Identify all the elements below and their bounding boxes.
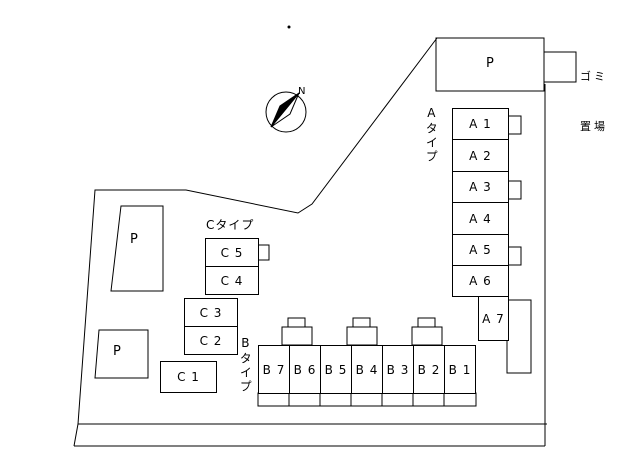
unit-b6: B 6 [289,345,321,394]
building-a-porch-1 [506,115,522,135]
garbage-area-label-line2: 置場 [580,119,608,133]
unit-b2: B 2 [413,345,445,394]
garbage-box [543,51,577,83]
survey-dot [287,25,291,29]
unit-c3: C 3 [184,298,238,327]
building-a7-wing [506,299,532,374]
unit-c1: C 1 [160,361,217,393]
parking-label-west-upper: P [130,232,138,247]
unit-a4: A 4 [452,202,509,235]
building-b-porch-1 [281,326,313,346]
compass-needle-filled [270,92,300,128]
building-c-type-label: Cタイプ [206,218,255,232]
building-b-balcony-strip [257,392,477,407]
building-b-porch-1-step [287,317,306,328]
unit-b4: B 4 [351,345,383,394]
building-c5-porch [257,244,270,261]
unit-a2: A 2 [452,139,509,172]
unit-c2: C 2 [184,326,238,355]
unit-b7: B 7 [258,345,290,394]
unit-a3: A 3 [452,171,509,203]
garbage-area-label-line1: ゴミ [580,70,608,83]
unit-b1: B 1 [444,345,476,394]
building-b-porch-2 [346,326,378,346]
unit-c5: C 5 [205,238,259,267]
building-a-type-label: Aタイプ [424,106,439,164]
unit-c4: C 4 [205,266,259,295]
unit-a1: A 1 [452,108,509,140]
garbage-area-label: ゴミ 置場 [580,36,608,168]
parking-label-northeast: P [486,56,494,71]
compass-circle [265,91,307,133]
unit-a5: A 5 [452,234,509,266]
unit-b3: B 3 [382,345,414,394]
parking-area-west-upper [110,205,164,292]
unit-a6: A 6 [452,265,509,297]
parking-label-west-lower: P [113,344,121,359]
building-b-type-label: Bタイプ [238,336,253,394]
unit-b5: B 5 [320,345,352,394]
unit-a7: A 7 [478,296,509,341]
building-b-porch-3-step [417,317,436,328]
compass-north-label: N [298,86,306,97]
parking-area-west-lower [94,329,149,379]
building-a-porch-2 [506,180,522,200]
building-b-porch-3 [411,326,443,346]
building-b-porch-2-step [352,317,371,328]
building-a-porch-3 [506,246,522,266]
